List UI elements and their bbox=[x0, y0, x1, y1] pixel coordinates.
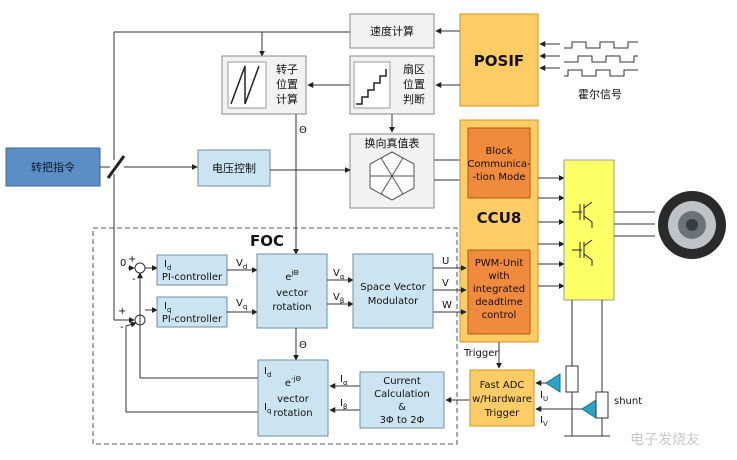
sector-pos-line-2: 位置 bbox=[403, 77, 425, 91]
foc-region bbox=[92, 227, 458, 445]
switch-blade bbox=[106, 155, 126, 179]
pi-controller-q bbox=[156, 296, 228, 328]
vector-rotation-block bbox=[256, 253, 328, 329]
commutation-table-label: 换向真值表 bbox=[365, 136, 420, 150]
current-calc-line-3: & bbox=[398, 402, 406, 413]
theta-label-bottom: Θ bbox=[299, 340, 307, 351]
pi-q-iq-label: Iq bbox=[164, 301, 171, 314]
inverter-block bbox=[563, 159, 615, 301]
hexagon-icon bbox=[369, 151, 415, 201]
watermark-text: 电子发烧友 bbox=[630, 432, 700, 448]
voltage-control-block bbox=[197, 149, 271, 187]
iu-label: IU bbox=[540, 390, 548, 403]
pwm-line-2: with bbox=[488, 271, 509, 282]
u-label: U bbox=[442, 256, 449, 267]
pwm-line-3: integrated bbox=[473, 284, 525, 295]
block-comm-line-1: Block bbox=[485, 146, 512, 157]
pwm-line-5: control bbox=[482, 310, 517, 321]
sum-d-minus: - bbox=[132, 274, 136, 285]
sawtooth-icon bbox=[227, 61, 267, 109]
handle-command-label: 转把指令 bbox=[31, 160, 75, 174]
current-calc-block bbox=[359, 371, 445, 429]
block-commutation-block bbox=[467, 127, 531, 199]
inv-rot-line-2: rotation bbox=[273, 408, 312, 419]
rotor-pos-line-2: 位置 bbox=[276, 77, 298, 91]
vq-label: Vq bbox=[236, 298, 247, 311]
inverse-rotation-block bbox=[257, 359, 329, 437]
igbt-icons bbox=[572, 201, 593, 266]
amp-iv-icon bbox=[581, 399, 597, 419]
pwm-line-4: deadtime bbox=[475, 297, 523, 308]
valpha-label: Vα bbox=[333, 268, 345, 281]
ibeta-label: Iβ bbox=[340, 398, 347, 411]
posif-block bbox=[459, 13, 539, 107]
pi-d-label: PI-controller bbox=[162, 272, 223, 283]
ialpha-label: Iα bbox=[340, 374, 348, 387]
sum-d-plus: + bbox=[128, 254, 136, 265]
shunt-label: shunt bbox=[614, 396, 642, 407]
iq-out-label: Iq bbox=[264, 402, 271, 415]
pwm-line-1: PWM-Unit bbox=[475, 258, 524, 269]
current-calc-line-1: Current bbox=[383, 376, 421, 387]
rotor-pos-line-3: 计算 bbox=[276, 92, 298, 106]
staircase-icon bbox=[353, 61, 391, 109]
inv-rot-line-1: vector bbox=[277, 394, 310, 405]
sum-q-plus: + bbox=[118, 306, 126, 317]
voltage-control-label: 电压控制 bbox=[212, 161, 256, 175]
fast-adc-line-1: Fast ADC bbox=[480, 380, 525, 391]
sum-q-minus: - bbox=[120, 322, 124, 333]
shunt-resistors bbox=[564, 300, 610, 437]
amp-iu-icon bbox=[545, 373, 561, 393]
ccu8-label: CCU8 bbox=[477, 209, 522, 227]
pi-d-id-label: Id bbox=[164, 259, 171, 272]
vector-rot-line-1: vector bbox=[276, 288, 309, 299]
block-comm-line-3: -tion Mode bbox=[472, 172, 525, 183]
id-out-label: Id bbox=[264, 366, 271, 379]
iv-label: IV bbox=[540, 415, 548, 428]
hall-signal-label: 霍尔信号 bbox=[578, 88, 622, 101]
v-label: V bbox=[442, 278, 449, 289]
posif-label: POSIF bbox=[474, 52, 524, 70]
vd-label: Vd bbox=[236, 258, 247, 271]
w-label: W bbox=[442, 300, 452, 311]
fast-adc-line-2: w/Hardware bbox=[472, 394, 532, 405]
iq-feedback-arrow bbox=[125, 321, 137, 328]
pwm-unit-block bbox=[467, 249, 531, 335]
vbeta-label: Vβ bbox=[333, 292, 344, 305]
pi-q-label: PI-controller bbox=[162, 314, 223, 325]
current-calc-line-2: Calculation bbox=[374, 389, 430, 400]
speed-calc-label: 速度计算 bbox=[370, 24, 414, 38]
svm-line-2: Modulator bbox=[368, 296, 419, 307]
trigger-label: Trigger bbox=[463, 348, 499, 359]
sector-pos-line-3: 判断 bbox=[403, 92, 425, 106]
fast-adc-line-3: Trigger bbox=[484, 408, 520, 419]
block-comm-line-2: Communica- bbox=[467, 159, 531, 170]
fast-adc-block bbox=[469, 369, 535, 427]
hall-waveforms bbox=[564, 41, 638, 77]
foc-label: FOC bbox=[250, 232, 284, 250]
current-calc-line-4: 3Φ to 2Φ bbox=[380, 415, 425, 426]
zero-label: 0 bbox=[120, 258, 126, 269]
svm-block bbox=[352, 253, 434, 329]
sum-junction-d bbox=[134, 262, 146, 274]
motor-image bbox=[655, 180, 727, 270]
sector-pos-line-1: 扇区 bbox=[403, 62, 425, 76]
svm-line-1: Space Vector bbox=[360, 282, 426, 293]
theta-label-top: Θ bbox=[299, 125, 307, 136]
rotor-pos-line-1: 转子 bbox=[276, 62, 298, 76]
vector-rot-line-2: rotation bbox=[272, 302, 311, 313]
speed-calc-block bbox=[349, 13, 435, 49]
